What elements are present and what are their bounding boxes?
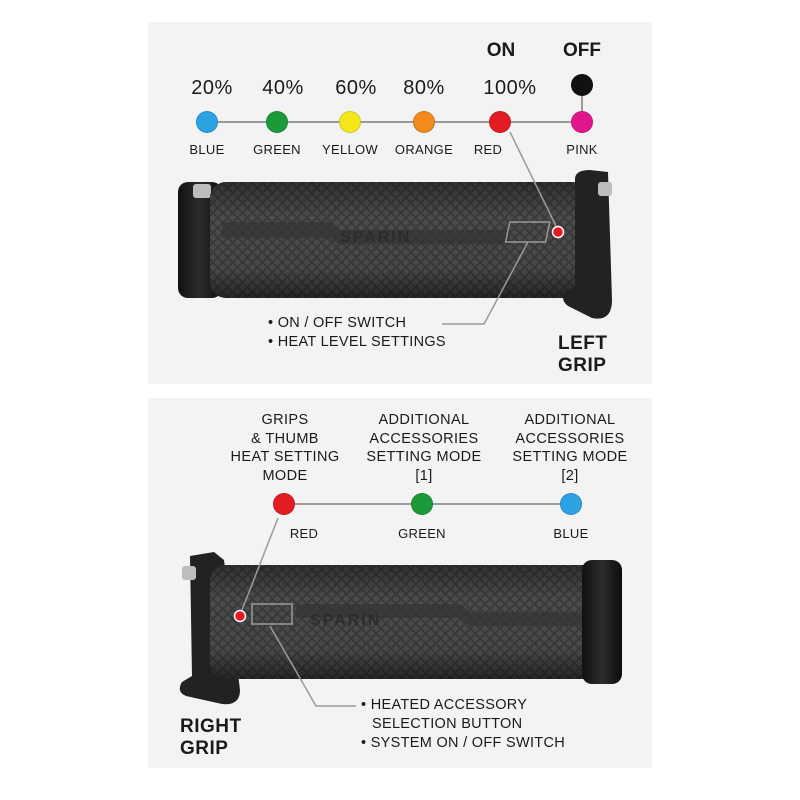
level-color-label-1: BLUE	[189, 142, 225, 157]
mode-3-description: ADDITIONAL ACCESSORIES SETTING MODE [2]	[502, 411, 638, 485]
level-color-label-3: YELLOW	[322, 142, 378, 157]
mode-dot-blue	[560, 493, 582, 515]
mode-1-line-4: MODE	[262, 467, 308, 484]
off-state-label: OFF	[563, 40, 601, 61]
right-callout-line-3: • SYSTEM ON / OFF SWITCH	[361, 735, 565, 751]
left-switch-outline	[504, 221, 551, 243]
right-button-outline	[251, 603, 293, 625]
level-dot-green	[266, 111, 288, 133]
level-dot-blue	[196, 111, 218, 133]
left-grip-illustration: SPARIN	[178, 87, 612, 325]
left-grip-callout: • ON / OFF SWITCH • HEAT LEVEL SETTINGS	[268, 314, 446, 352]
mode-3-line-2: ACCESSORIES	[515, 430, 625, 447]
left-grip-logo: SPARIN	[340, 229, 411, 246]
mode-3-line-3: SETTING MODE	[512, 449, 628, 465]
mode-2-line-1: ADDITIONAL	[378, 412, 470, 428]
level-color-label-2: GREEN	[253, 142, 301, 157]
level-color-label-6: PINK	[566, 142, 598, 157]
left-grip-title-line-1: LEFT	[558, 333, 608, 354]
right-grip-logo: SPARIN	[310, 612, 381, 629]
level-percent-2: 40%	[262, 77, 304, 99]
left-clamp-bolt	[193, 184, 211, 198]
mode-2-line-3: SETTING MODE	[366, 449, 482, 465]
right-grip-illustration: SPARIN	[179, 503, 622, 707]
mode-dot-red	[273, 493, 295, 515]
mode-led-leader-line	[241, 517, 279, 611]
mode-1-description: GRIPS & THUMB HEAT SETTING MODE	[220, 411, 350, 485]
left-led-indicator	[551, 225, 565, 239]
right-grip-title-line-1: RIGHT	[180, 716, 242, 737]
mode-2-line-2: ACCESSORIES	[369, 430, 479, 447]
mode-3-line-1: ADDITIONAL	[524, 412, 616, 428]
right-end-cap	[582, 560, 622, 684]
level-dot-pink	[571, 111, 593, 133]
on-state-label: ON	[486, 40, 516, 61]
level-color-label-5: RED	[473, 142, 503, 157]
mode-color-label-2: GREEN	[398, 526, 446, 541]
level-percent-5: 100%	[483, 77, 537, 99]
mode-2-line-4: [1]	[415, 467, 433, 484]
mode-color-label-3: BLUE	[553, 526, 589, 541]
left-grip-title-line-2: GRIP	[558, 355, 607, 376]
mode-2-description: ADDITIONAL ACCESSORIES SETTING MODE [1]	[356, 411, 492, 485]
level-percent-3: 60%	[335, 77, 377, 99]
mode-1-line-3: HEAT SETTING	[230, 449, 340, 465]
right-callout-line-1: • HEATED ACCESSORY	[361, 697, 528, 713]
callout-line-1: • ON / OFF SWITCH	[268, 315, 407, 331]
right-grip-title: RIGHT GRIP	[180, 716, 242, 760]
level-percent-1: 20%	[191, 77, 233, 99]
button-leader-line	[269, 625, 356, 707]
level-percent-4: 80%	[403, 77, 445, 99]
switch-leader-line	[442, 241, 529, 325]
mode-color-label-1: RED	[289, 526, 319, 541]
right-grip-callout: • HEATED ACCESSORY SELECTION BUTTON • SY…	[361, 696, 565, 753]
led-leader-line	[509, 131, 557, 227]
off-color-dot	[571, 74, 593, 96]
level-dot-orange	[413, 111, 435, 133]
level-dot-yellow	[339, 111, 361, 133]
right-grip-title-line-2: GRIP	[180, 738, 229, 759]
mode-1-line-1: GRIPS	[261, 412, 309, 428]
callout-line-2: • HEAT LEVEL SETTINGS	[268, 334, 446, 350]
mode-3-line-4: [2]	[561, 467, 579, 484]
mode-1-line-2: & THUMB	[251, 430, 319, 447]
left-grip-title: LEFT GRIP	[558, 333, 608, 377]
right-led-indicator	[233, 609, 247, 623]
right-callout-line-2: SELECTION BUTTON	[372, 716, 523, 732]
mode-dot-green	[411, 493, 433, 515]
level-color-label-4: ORANGE	[394, 142, 454, 157]
level-dot-red	[489, 111, 511, 133]
left-switch-housing	[563, 170, 612, 319]
